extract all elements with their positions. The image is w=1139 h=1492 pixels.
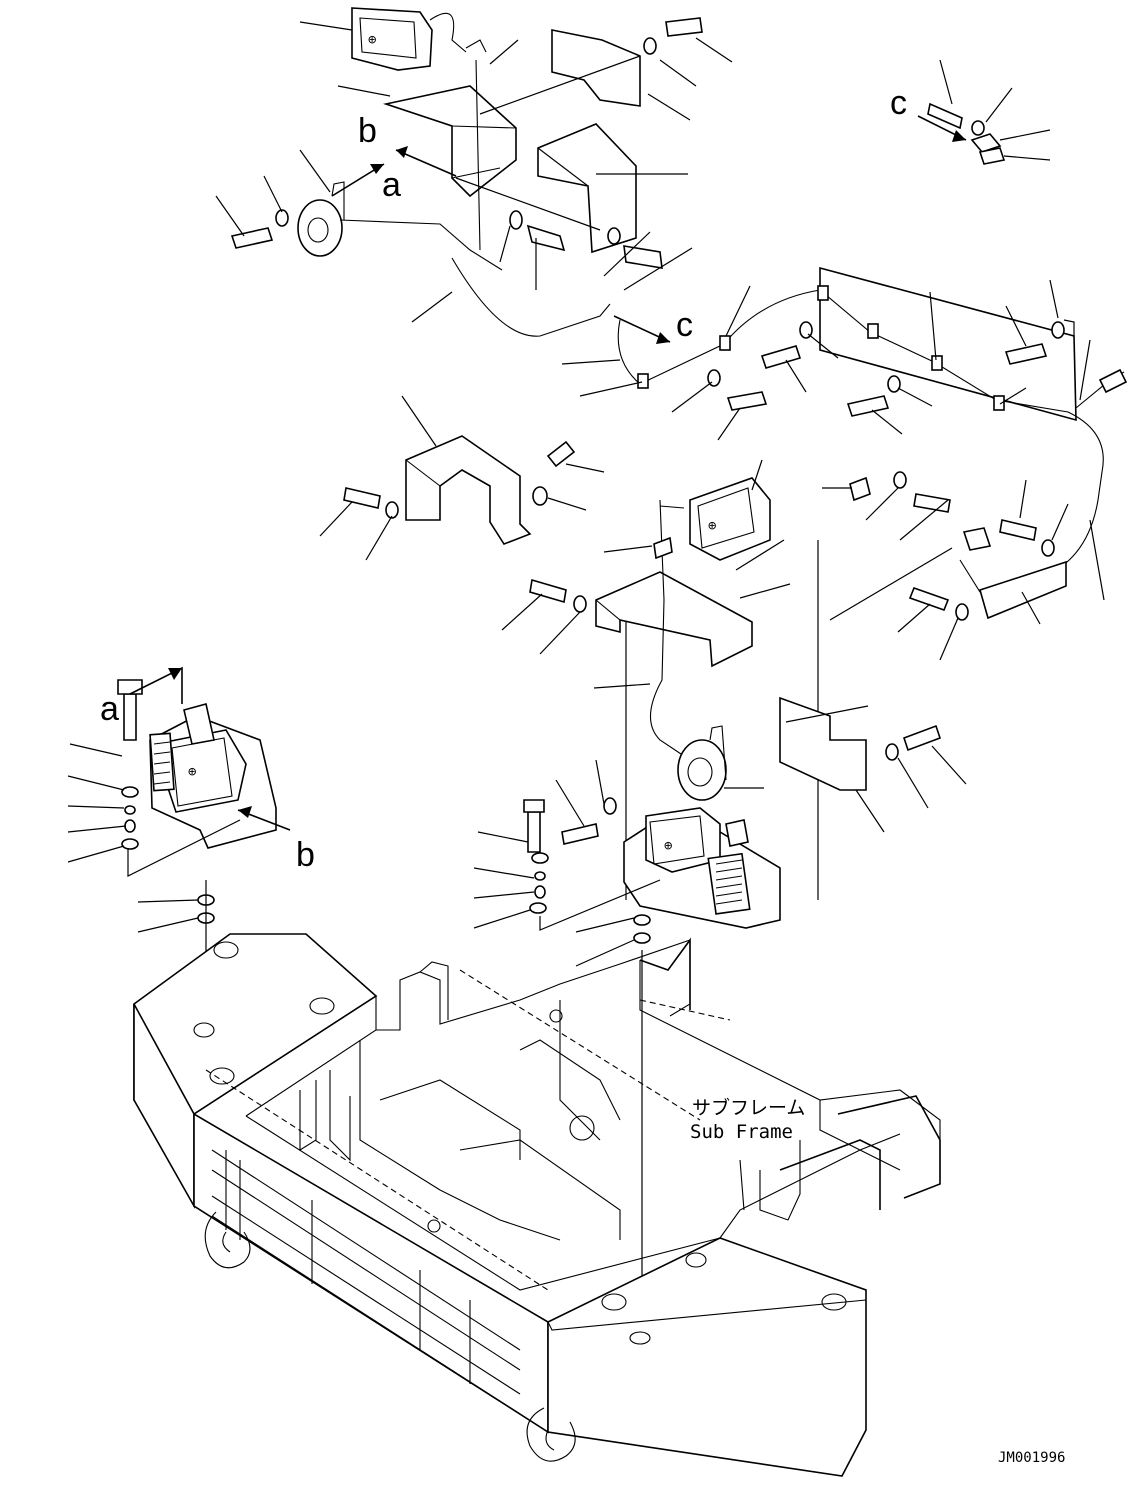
lamp-symbol-icon-mid: ⊕	[708, 518, 717, 534]
lower-horn-assembly: ⊕	[523, 696, 942, 944]
callout-b-top: b	[358, 112, 377, 150]
callout-a-top: a	[382, 166, 401, 204]
lower-right-leader-lines	[473, 705, 967, 967]
harness-leader-lines	[561, 279, 1105, 661]
callout-c-mid: c	[676, 306, 693, 344]
callout-a-left: a	[100, 690, 119, 728]
drawing-code: JM001996	[998, 1450, 1065, 1466]
middle-lamp-assembly: ⊕	[343, 435, 771, 761]
callout-b-left: b	[296, 836, 315, 874]
subframe-label-jp: サブフレーム	[692, 1096, 805, 1119]
lower-left-relay-assembly: ⊕	[117, 679, 277, 924]
relay-symbol-icon: ⊕	[664, 838, 673, 854]
callout-c-top: c	[890, 84, 907, 122]
sub-frame	[133, 933, 941, 1477]
callout-arrows-top	[331, 115, 967, 344]
wire-harness	[617, 266, 1128, 621]
relay-symbol-icon-left: ⊕	[188, 764, 197, 780]
lamp-symbol-icon: ⊕	[368, 32, 377, 48]
subframe-label-en: Sub Frame	[690, 1121, 793, 1143]
top-leader-lines	[215, 21, 733, 323]
top-lamp-assembly: ⊕	[230, 7, 703, 337]
callout-arrows-left	[129, 666, 291, 831]
detail-c-terminals	[927, 59, 1051, 165]
